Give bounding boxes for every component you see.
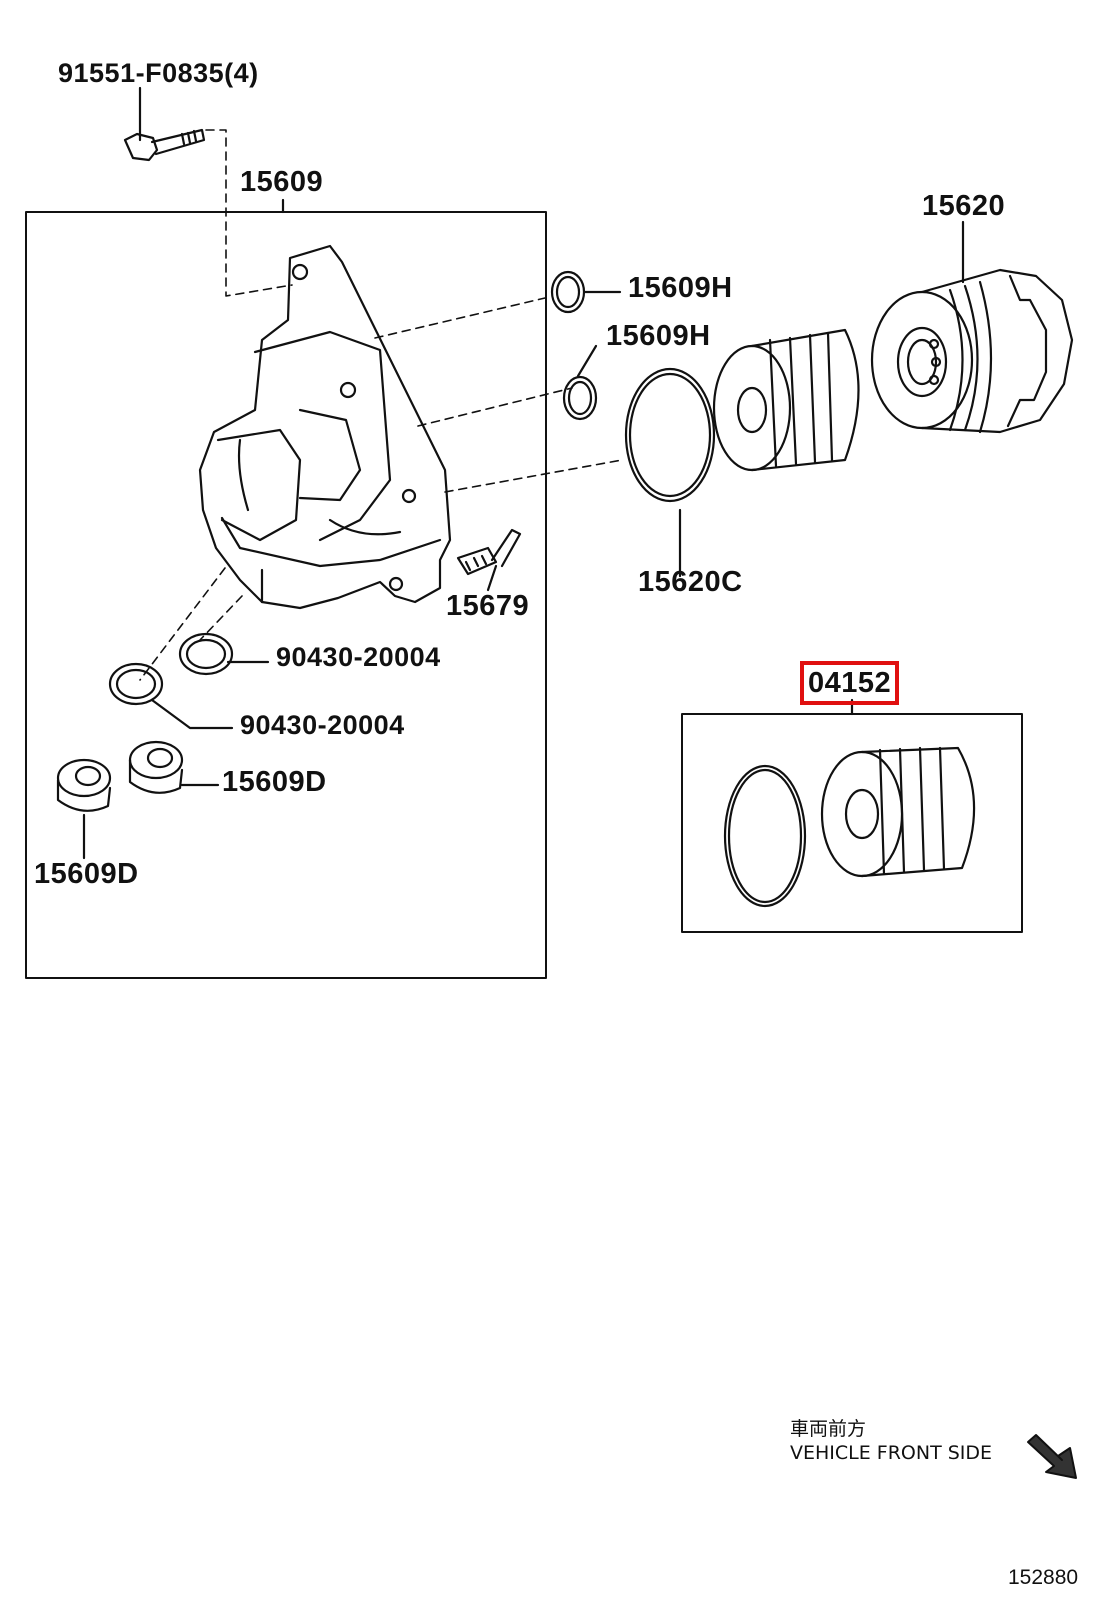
label-element-kit-highlighted[interactable]: 04152 [800,661,900,705]
filter-cap-drawing [870,220,1074,434]
label-filter-gasket[interactable]: 15620C [638,566,743,598]
gasket-a-drawing [178,632,234,676]
element-kit-gasket-drawing [723,764,807,908]
clip-drawing [456,528,522,592]
label-clip[interactable]: 15679 [446,590,530,622]
label-housing[interactable]: 15609 [240,166,324,198]
bolt-drawing [123,86,206,162]
element-kit-box [681,713,1023,933]
plug-a-drawing [128,740,220,794]
diagram-reference-number: 152880 [1008,1566,1079,1589]
label-o-ring-upper[interactable]: 15609H [628,272,733,304]
label-plug-a[interactable]: 15609D [222,766,327,798]
housing-box [25,211,547,979]
label-cap[interactable]: 15620 [922,190,1006,222]
direction-note-jp: 車両前方 [790,1418,867,1440]
filter-gasket-drawing [624,367,716,503]
filter-element-drawing [712,328,860,472]
direction-note-en: VEHICLE FRONT SIDE [790,1442,993,1464]
label-plug-b[interactable]: 15609D [34,858,139,890]
plug-b-drawing [56,758,112,860]
label-bolt[interactable]: 91551-F0835(4) [58,58,259,88]
label-gasket-b[interactable]: 90430-20004 [240,710,405,740]
arrow-down-right-icon [1027,1434,1077,1479]
o-ring-lower-drawing [562,375,598,421]
oil-filter-housing-drawing [198,244,452,610]
gasket-b-drawing [108,662,164,706]
label-o-ring-lower[interactable]: 15609H [606,320,711,352]
element-kit-filter-drawing [820,746,976,878]
label-gasket-a[interactable]: 90430-20004 [276,642,441,672]
